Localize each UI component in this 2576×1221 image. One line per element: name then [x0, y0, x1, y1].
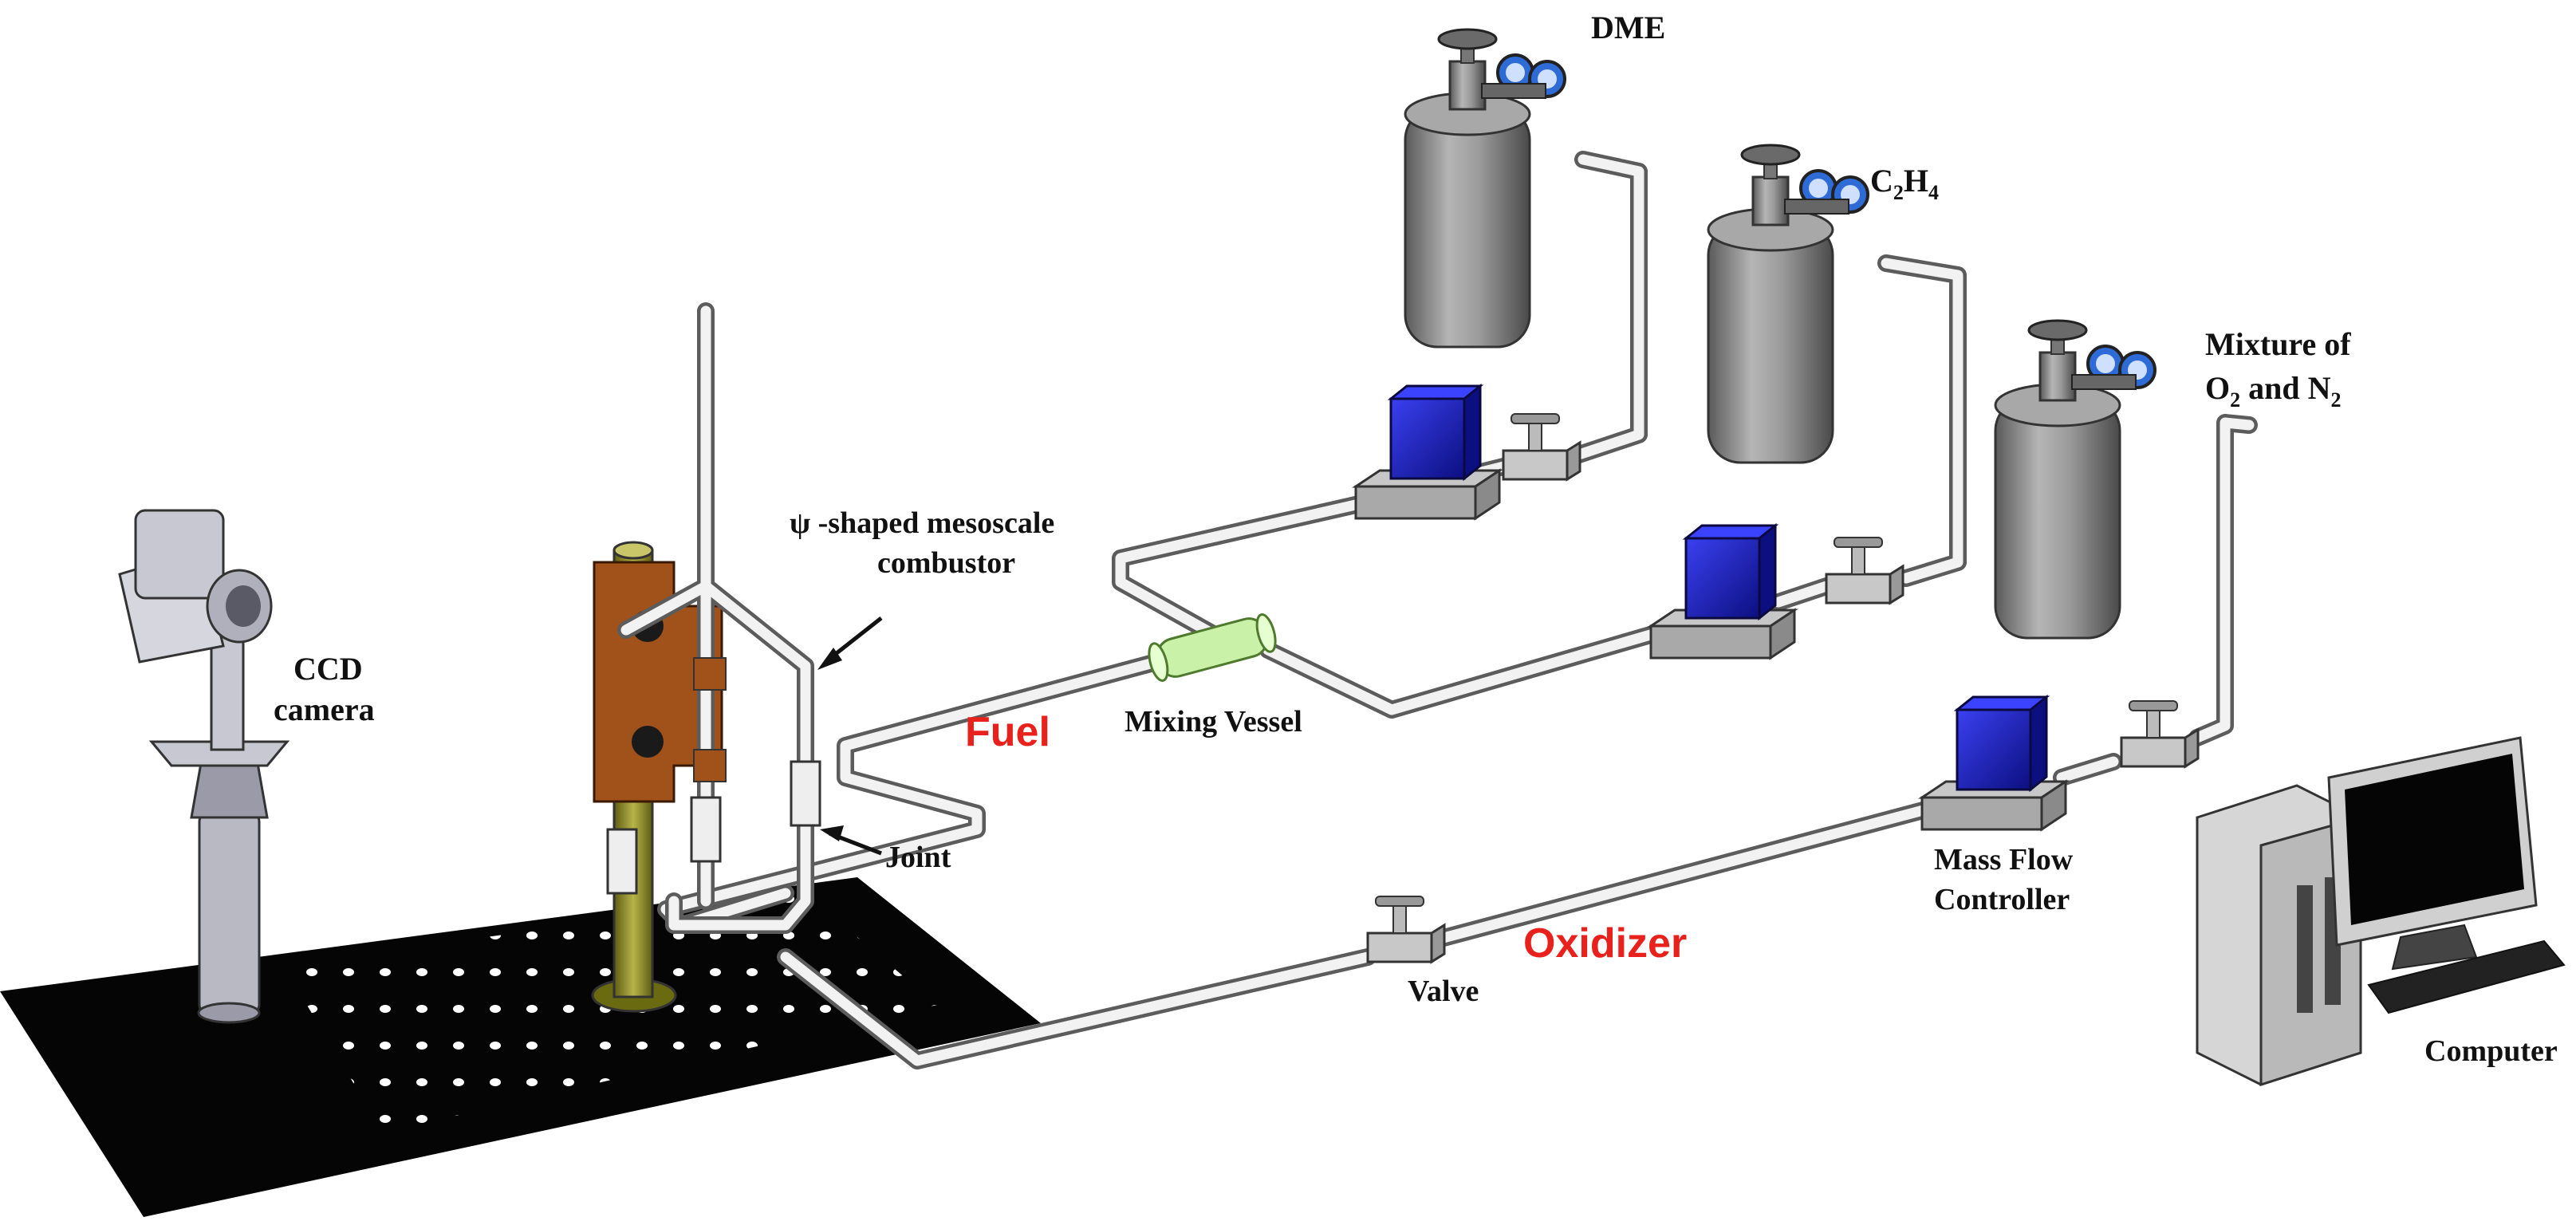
label-combustor-line1: ψ -shaped mesoscale — [790, 506, 1054, 540]
c2h4-cylinder — [1707, 144, 1869, 464]
label-c2h4: C2H4 — [1870, 163, 1939, 204]
label-mfc-line2: Controller — [1934, 883, 2070, 916]
label-mixing-vessel: Mixing Vessel — [1125, 705, 1302, 739]
label-oxidizer: Oxidizer — [1523, 920, 1687, 967]
callout-arrows — [817, 616, 883, 856]
ccd-camera — [118, 509, 290, 1024]
valve-oxidizer-lower — [1366, 895, 1446, 963]
label-ccd-line1: CCD — [293, 651, 363, 687]
label-dme: DME — [1591, 10, 1665, 45]
label-joint: Joint — [885, 841, 951, 874]
label-ccd-line2: camera — [274, 691, 375, 727]
valve-c2h4 — [1825, 536, 1904, 605]
mfc-dme — [1354, 384, 1501, 520]
valve-dme — [1502, 412, 1581, 481]
oxidizer-cylinder — [1994, 319, 2157, 640]
mfc-oxidizer — [1920, 695, 2067, 831]
dme-cylinder — [1404, 28, 1566, 349]
label-mfc-line1: Mass Flow — [1934, 843, 2074, 876]
label-computer: Computer — [2424, 1034, 2558, 1068]
optical-table — [0, 877, 1041, 1217]
label-combustor-line2: combustor — [877, 546, 1015, 580]
label-valve: Valve — [1408, 975, 1479, 1008]
combustor-assembly — [591, 302, 821, 1013]
label-mixture-line2: O2 and N2 — [2205, 370, 2342, 412]
mixing-vessel — [1148, 613, 1277, 682]
valve-oxidizer-upper — [2120, 699, 2200, 768]
label-fuel: Fuel — [965, 709, 1050, 755]
computer — [2196, 736, 2566, 1087]
mfc-c2h4 — [1649, 524, 1796, 660]
label-mixture-line1: Mixture of — [2205, 326, 2351, 362]
